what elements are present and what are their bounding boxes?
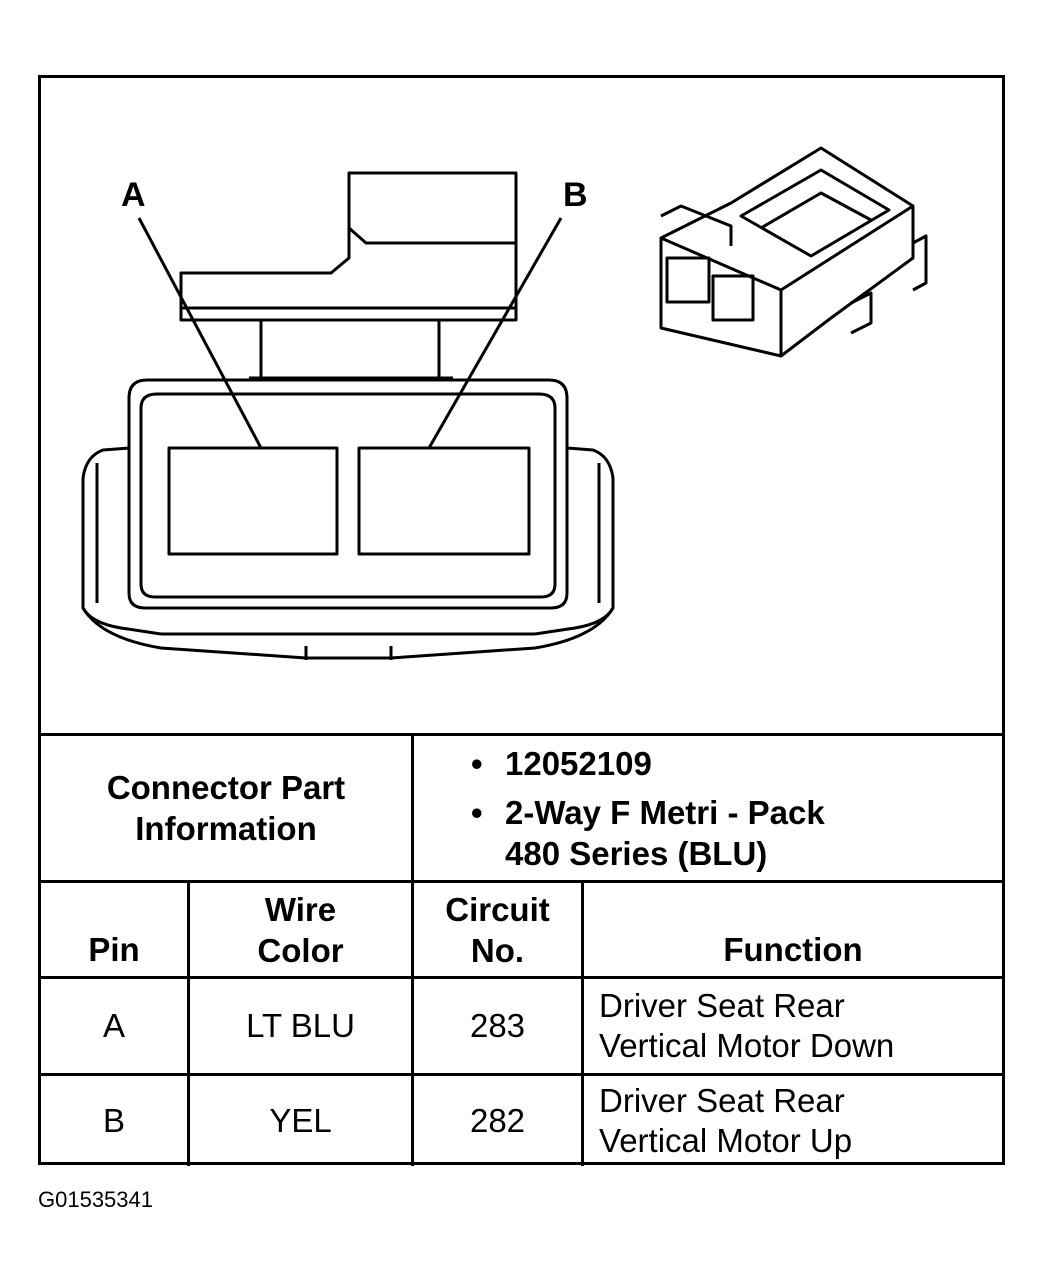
header-function-text: Function <box>723 931 863 968</box>
connector-drawing: A B <box>81 146 928 660</box>
table-cell-wire-color: YEL <box>190 1076 411 1166</box>
circuit-value: 283 <box>469 1007 526 1044</box>
header-function: Function <box>584 883 1002 976</box>
header-wire-color-text: Wire Color <box>257 890 344 969</box>
connector-figure-frame: A B Connector Part Information • 1205210… <box>38 75 1005 1166</box>
pin-value: B <box>102 1102 125 1139</box>
divider <box>411 733 414 1166</box>
divider <box>41 733 1002 736</box>
divider <box>581 880 584 1166</box>
connector-description: 2-Way F Metri - Pack 480 Series (BLU) <box>505 794 825 872</box>
circuit-value: 282 <box>469 1102 526 1139</box>
function-value: Driver Seat Rear Vertical Motor Up <box>599 1082 853 1159</box>
divider <box>41 976 1002 979</box>
part-number: 12052109 <box>505 745 652 782</box>
table-cell-function: Driver Seat Rear Vertical Motor Down <box>599 979 999 1073</box>
pin-label-a: A <box>121 176 146 214</box>
function-value: Driver Seat Rear Vertical Motor Down <box>599 987 895 1064</box>
pin-label-b: B <box>563 176 588 214</box>
figure-id: G01535341 <box>38 1187 153 1212</box>
header-circuit-no: Circuit No. <box>414 883 581 976</box>
divider <box>187 880 190 1166</box>
wire-color-value: LT BLU <box>246 1007 355 1044</box>
list-item: • 12052109 <box>471 745 652 782</box>
list-item: • 2-Way F Metri - Pack 480 Series (BLU) <box>471 792 991 874</box>
header-wire-color: Wire Color <box>190 883 411 976</box>
header-pin-text: Pin <box>88 931 140 968</box>
header-pin: Pin <box>41 883 187 976</box>
table-cell-pin: B <box>41 1076 187 1166</box>
table-cell-circuit: 282 <box>414 1076 581 1166</box>
table-cell-pin: A <box>41 979 187 1073</box>
wire-color-value: YEL <box>269 1102 332 1139</box>
connector-isometric-view <box>659 146 928 358</box>
divider <box>41 880 1002 883</box>
pin-value: A <box>102 1007 125 1044</box>
divider <box>41 1073 1002 1076</box>
table-cell-circuit: 283 <box>414 979 581 1073</box>
connector-face-view <box>81 171 615 660</box>
table-cell-wire-color: LT BLU <box>190 979 411 1073</box>
table-cell-function: Driver Seat Rear Vertical Motor Up <box>599 1076 999 1166</box>
connector-info-list: • 12052109 • 2-Way F Metri - Pack 480 Se… <box>471 743 991 878</box>
connector-info-heading: Connector Part Information <box>41 736 411 880</box>
connector-info-heading-text: Connector Part Information <box>106 769 346 847</box>
header-circuit-no-text: Circuit No. <box>445 890 550 969</box>
